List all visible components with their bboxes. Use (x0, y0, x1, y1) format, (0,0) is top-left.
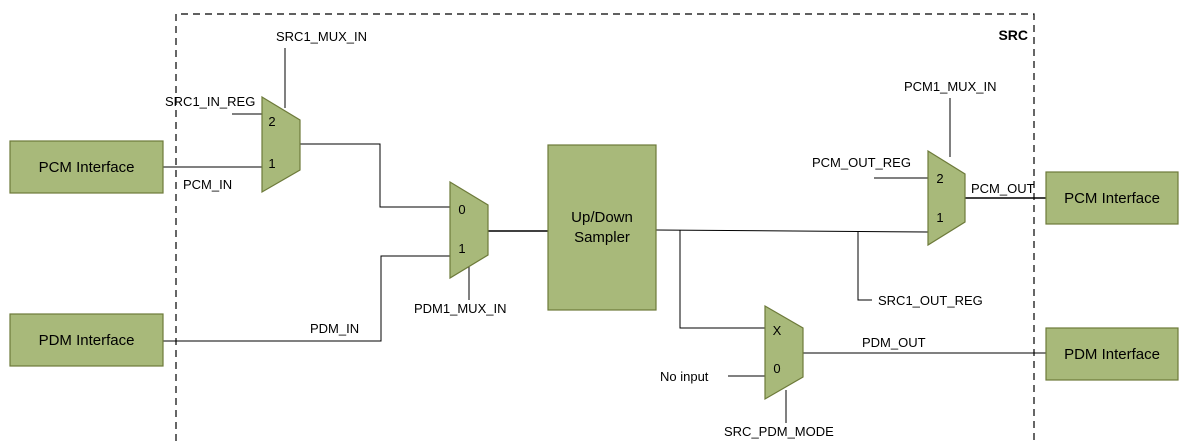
pcm1-mux: 2 1 (927, 149, 966, 247)
pcm-out-label: PCM_OUT (971, 181, 1035, 196)
sampler-to-srcpdm-mux-wire (679, 230, 765, 329)
pdm-interface-out-label: PDM Interface (1064, 346, 1160, 363)
sampler-label-line1: Up/Down (571, 209, 633, 226)
src-pdm-mux: X 0 (764, 304, 804, 401)
pcm-in-label: PCM_IN (183, 177, 232, 192)
sampler-to-pcm1-mux-wire (655, 229, 929, 233)
src-region-label: SRC (998, 27, 1028, 43)
pcm-interface-in-block: PCM Interface (9, 140, 164, 194)
pdm-in-wire (163, 255, 450, 342)
mux1-to-mux2-wire (300, 143, 450, 208)
pdm1-mux-in-label: PDM1_MUX_IN (414, 301, 506, 316)
no-input-label: No input (660, 369, 709, 384)
up-down-sampler-block: Up/Down Sampler (547, 144, 657, 311)
src-pdm-mode-label: SRC_PDM_MODE (724, 424, 834, 439)
pcm1-mux-in-label: PCM1_MUX_IN (904, 79, 996, 94)
pdm-interface-in-block: PDM Interface (9, 313, 164, 367)
pdm-out-label: PDM_OUT (862, 335, 926, 350)
pdm-interface-in-label: PDM Interface (39, 332, 135, 349)
pdm-in-label: PDM_IN (310, 321, 359, 336)
pcm1-mux-input-2: 2 (936, 171, 943, 186)
src1-mux-in-label: SRC1_MUX_IN (276, 29, 367, 44)
src1-mux-input-1: 1 (268, 156, 275, 171)
src1-out-reg-label: SRC1_OUT_REG (878, 293, 983, 308)
pdm1-mux-input-0: 0 (458, 202, 465, 217)
pdm1-mux-input-1: 1 (458, 241, 465, 256)
pcm-out-reg-label: PCM_OUT_REG (812, 155, 911, 170)
pdm1-mux: 0 1 (449, 180, 489, 280)
pcm-interface-out-block: PCM Interface (1045, 171, 1179, 225)
src-pdm-mux-input-x: X (773, 323, 782, 338)
src1-in-reg-label: SRC1_IN_REG (165, 94, 255, 109)
src1-mux: 2 1 (261, 95, 301, 194)
src1-out-reg-wire (857, 231, 872, 301)
src-pdm-mux-input-0: 0 (773, 361, 780, 376)
src1-mux-input-2: 2 (268, 114, 275, 129)
sampler-label-line2: Sampler (574, 229, 630, 246)
pcm-interface-in-label: PCM Interface (39, 159, 135, 176)
src-region-boundary (175, 13, 1035, 441)
pcm1-mux-input-1: 1 (936, 210, 943, 225)
pcm-interface-out-label: PCM Interface (1064, 190, 1160, 207)
pdm-interface-out-block: PDM Interface (1045, 327, 1179, 381)
